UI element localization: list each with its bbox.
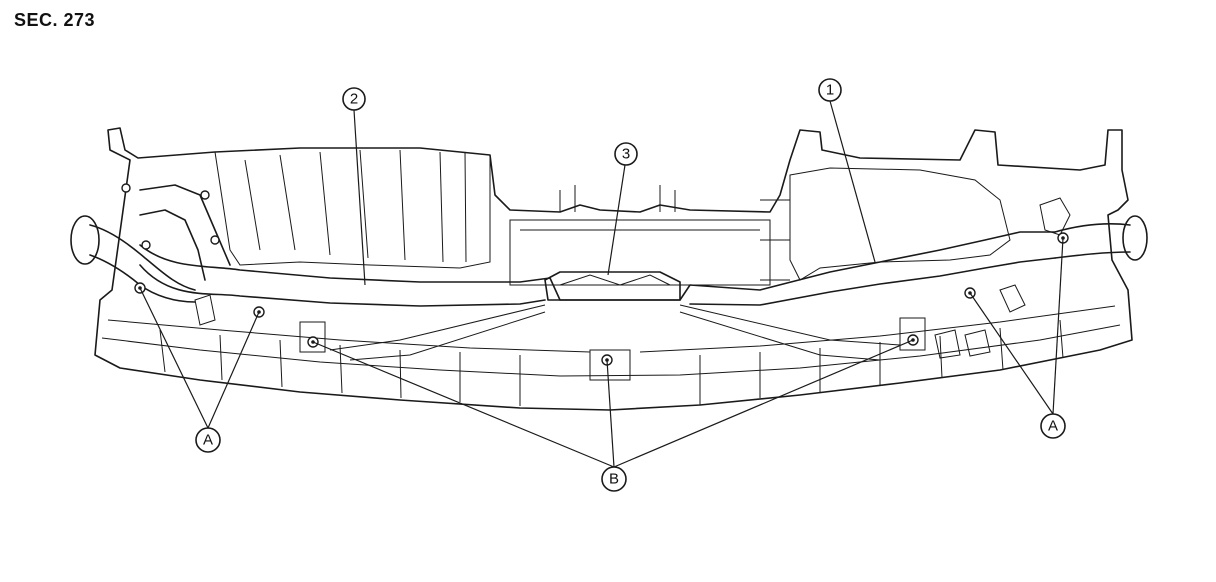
callout-a-right: A [1040,413,1066,439]
callout-b: B [601,466,627,492]
callout-b-label: B [609,471,619,488]
callout-a-right-label: A [1048,418,1058,435]
callout-3-label: 3 [622,146,630,163]
callout-a-left-label: A [203,432,213,449]
instrument-panel-outline [94,127,1133,411]
callout-3: 3 [614,142,638,166]
heater-duct-main [70,184,1148,381]
bolts [121,183,1069,366]
leader-lines [139,100,1064,468]
callout-1: 1 [818,78,842,102]
callout-2-label: 2 [350,91,358,108]
callout-2: 2 [342,87,366,111]
callout-1-label: 1 [826,82,834,99]
callout-a-left: A [195,427,221,453]
section-label: SEC. 273 [14,10,96,30]
